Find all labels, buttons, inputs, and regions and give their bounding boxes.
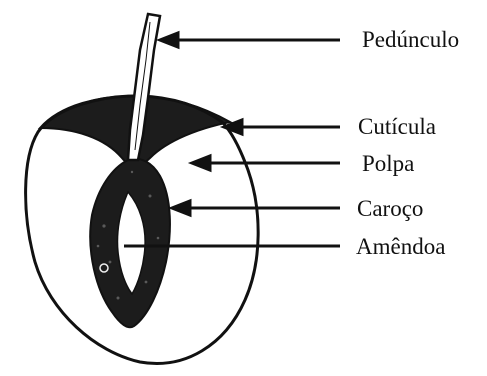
label-pulp: Polpa [362,151,414,176]
label-peduncle: Pedúnculo [362,27,459,52]
label-cuticle: Cutícula [358,114,436,139]
label-pit: Caroço [357,196,423,221]
label-kernel: Amêndoa [356,234,445,259]
